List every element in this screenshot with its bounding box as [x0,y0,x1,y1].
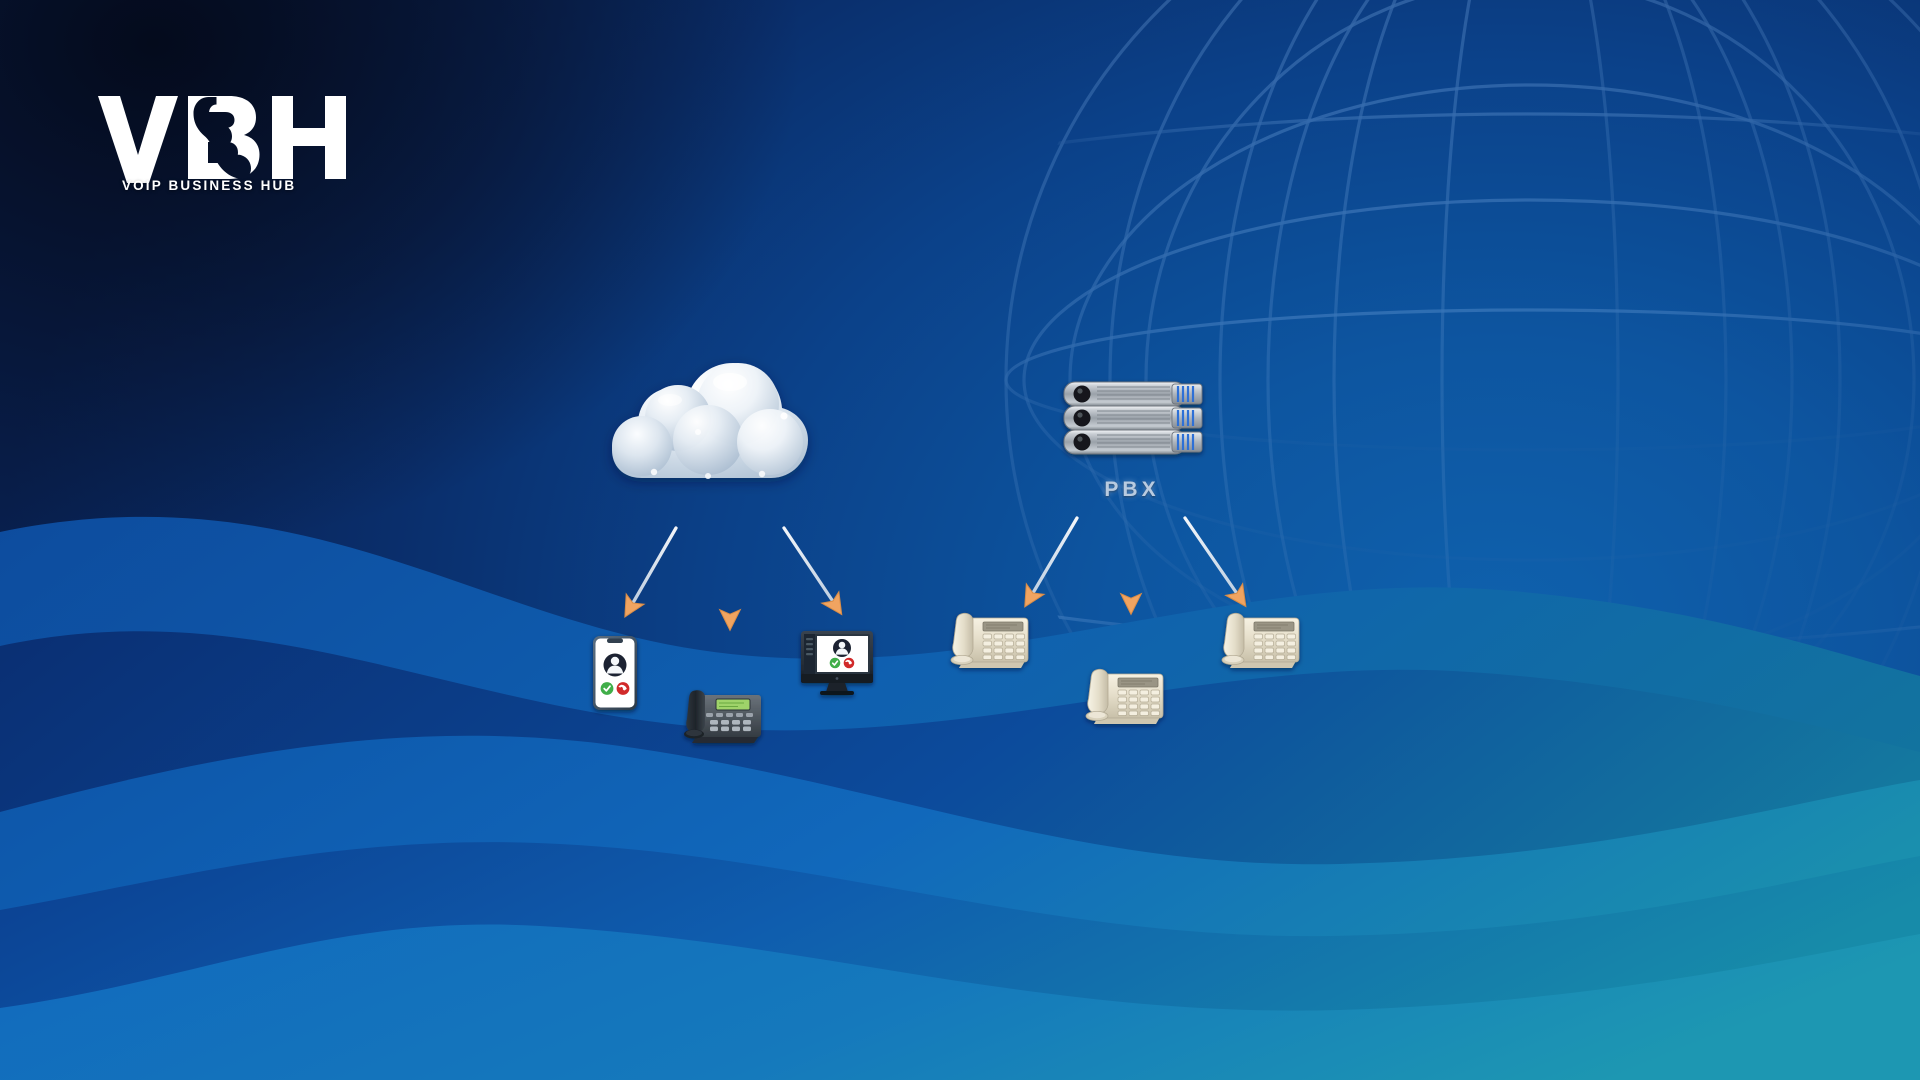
cloud-icon[interactable] [612,360,808,484]
ip-desk-phone-icon[interactable] [680,685,762,747]
analog-desk-phone-icon[interactable] [1218,611,1300,673]
analog-desk-phone-icon[interactable] [1082,667,1164,729]
analog-desk-phone-icon[interactable] [947,611,1029,673]
pbx-label: PBX [1104,478,1160,501]
desktop-monitor-icon[interactable] [800,630,874,696]
smartphone-icon[interactable] [592,635,638,711]
brand-tagline: VOIP BUSINESS HUB [122,178,297,193]
server-stack-icon[interactable] [1062,380,1204,472]
brand-logo[interactable]: VOIP BUSINESS HUB [96,78,396,198]
background-waves [0,440,1920,1080]
